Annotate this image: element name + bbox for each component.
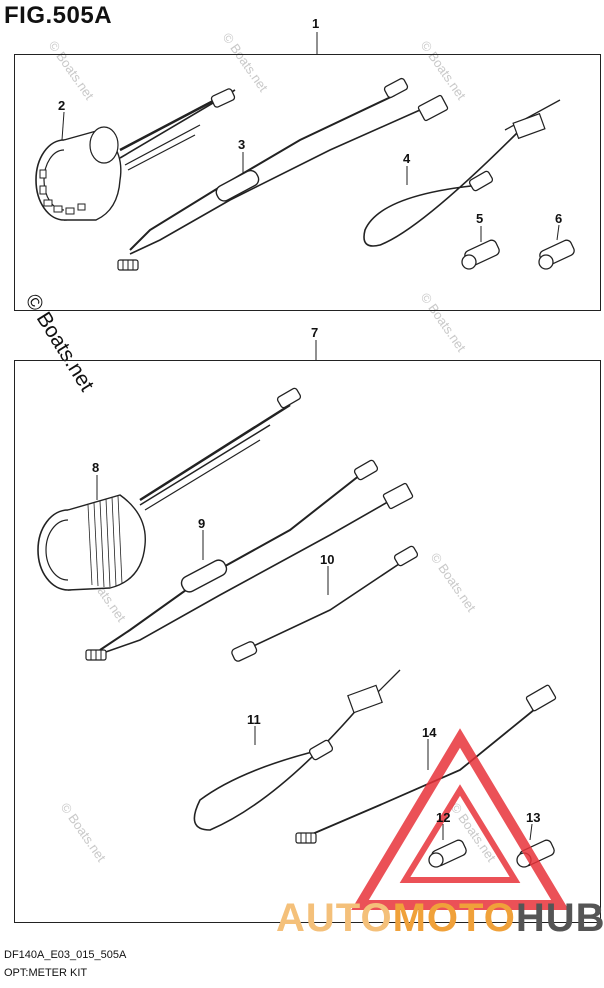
cable-part-10: [231, 545, 419, 662]
harness-part-3: [117, 77, 449, 271]
brand-wordmark: AUTOMOTOHUB: [276, 896, 604, 941]
callout-14: 14: [422, 725, 437, 740]
harness-part-9: [85, 459, 414, 661]
cap-part-5: [461, 239, 500, 270]
callout-7: 7: [311, 325, 319, 340]
kit-panel-lower: [14, 360, 601, 923]
callout-5: 5: [476, 211, 484, 226]
footer-figure-code: DF140A_E03_015_505A: [4, 949, 127, 961]
meter-gauge-part-8: [37, 387, 302, 591]
callout-11: 11: [247, 712, 261, 727]
cable-part-11: [193, 669, 401, 831]
callout-6: 6: [555, 211, 563, 226]
callout-8: 8: [92, 460, 100, 475]
footer-kit-name: OPT:METER KIT: [4, 967, 88, 979]
callout-3: 3: [238, 137, 246, 152]
kit-panel-upper: [14, 54, 601, 311]
cable-part-4: [363, 99, 561, 247]
callout-12: 12: [436, 810, 451, 825]
brand-part-3: HUB: [515, 896, 604, 940]
callout-2: 2: [58, 98, 66, 113]
callout-10: 10: [320, 552, 335, 567]
harness-part-14: [295, 684, 557, 844]
brand-part-2: MOTO: [392, 896, 516, 940]
cap-part-6: [538, 239, 575, 270]
brand-triangle-logo: [351, 728, 569, 910]
cap-part-12: [428, 839, 467, 868]
callout-1: 1: [312, 16, 320, 31]
callout-4: 4: [403, 151, 411, 166]
meter-gauge-part-2: [35, 88, 236, 221]
callout-13: 13: [526, 810, 541, 825]
figure-title: FIG.505A: [4, 2, 113, 29]
brand-part-1: AUTO: [276, 896, 393, 940]
callout-9: 9: [198, 516, 206, 531]
